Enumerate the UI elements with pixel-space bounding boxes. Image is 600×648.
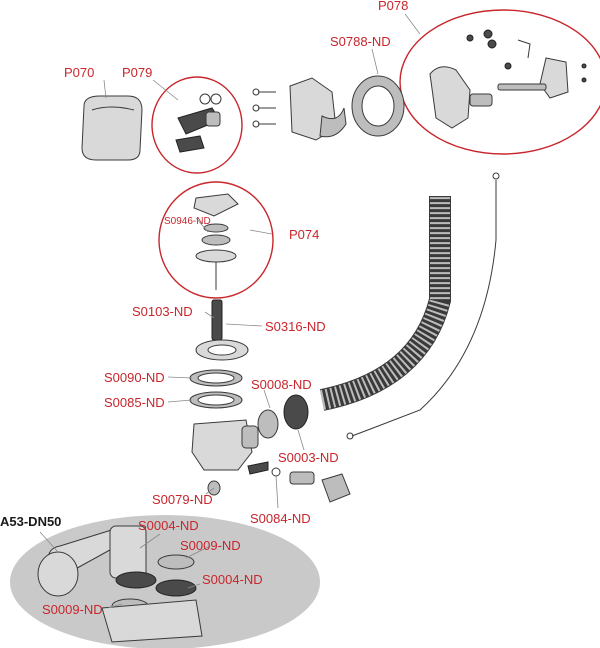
label-p074: P074 [289, 227, 319, 242]
label-a53-dn50: A53-DN50 [0, 514, 61, 529]
label-s0003: S0003-ND [278, 450, 339, 465]
trap-body-part [191, 419, 259, 496]
label-s0004-top: S0004-ND [138, 518, 199, 533]
flexible-hose-part [319, 196, 451, 411]
group-outline-p078 [399, 9, 600, 155]
nut-and-seal-part [257, 394, 309, 439]
gasket-s0085 [189, 391, 243, 409]
plug-assembly-part [193, 193, 239, 290]
label-p078: P078 [378, 0, 408, 13]
label-s0788: S0788-ND [330, 34, 391, 49]
label-p070: P070 [64, 65, 94, 80]
label-s0008: S0008-ND [251, 377, 312, 392]
gasket-s0090 [189, 369, 243, 387]
p079-parts [175, 93, 222, 153]
label-s0004-right: S0004-ND [202, 572, 263, 587]
leader-lines [39, 13, 421, 609]
label-s0009-right: S0009-ND [180, 538, 241, 553]
label-s0946: S0946-ND [164, 216, 211, 227]
overflow-body-part [429, 29, 587, 129]
screws-and-bracket [252, 77, 347, 141]
label-s0079: S0079-ND [152, 492, 213, 507]
label-s0103: S0103-ND [132, 304, 193, 319]
pop-up-lever-part [247, 461, 351, 503]
waste-flange-part [195, 339, 249, 361]
label-s0090: S0090-ND [104, 370, 165, 385]
label-s0085: S0085-ND [104, 395, 165, 410]
bowden-cable-part [346, 172, 500, 440]
label-s0009-left: S0009-ND [42, 602, 103, 617]
label-s0316: S0316-ND [265, 319, 326, 334]
label-s0084: S0084-ND [250, 511, 311, 526]
group-outline-p074 [158, 181, 274, 299]
a53-kit-parts [37, 525, 203, 643]
group-outline-p079 [151, 76, 243, 174]
label-p079: P079 [122, 65, 152, 80]
spring-part [211, 299, 223, 341]
seal-ring-part [351, 75, 405, 137]
overflow-cap-part [81, 95, 143, 161]
